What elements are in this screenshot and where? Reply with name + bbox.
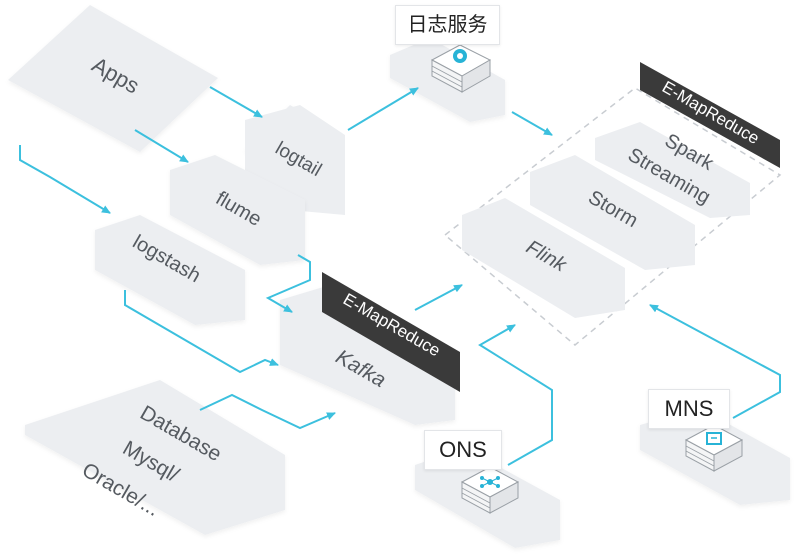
mns-label: MNS — [648, 389, 730, 429]
arrow-apps-logtail — [209, 86, 263, 118]
database-plate: Database Mysql/ Oracle/... — [25, 380, 285, 535]
arrow-apps-flume — [134, 129, 189, 163]
arrow-apps-logstash — [19, 145, 111, 214]
arrow-kafka-compute — [414, 284, 463, 311]
arrow-mns-compute — [649, 304, 781, 419]
log-service-label: 日志服务 — [395, 5, 500, 45]
arrow-logtail-logservice — [347, 87, 419, 131]
arrow-ons-compute — [478, 324, 553, 466]
arrow-logstash-kafka — [124, 290, 279, 374]
kafka-plate: Kafka — [280, 285, 455, 425]
apps-plate: Apps — [8, 5, 218, 152]
flume-plate: flume — [170, 155, 305, 265]
ons-icon — [460, 466, 520, 514]
arrow-flume-kafka — [265, 254, 311, 313]
arrow-logservice-compute — [511, 111, 553, 136]
log-service-icon — [430, 44, 492, 93]
flow-arrows — [19, 86, 781, 466]
compute-group: E-MapReduce Spark Streaming Storm Flink — [443, 62, 782, 346]
mns-icon — [684, 424, 744, 472]
flink-plate: Flink — [462, 198, 625, 318]
storm-plate: Storm — [530, 155, 695, 270]
arrow-db-kafka — [199, 393, 336, 430]
ons-label: ONS — [424, 430, 502, 470]
